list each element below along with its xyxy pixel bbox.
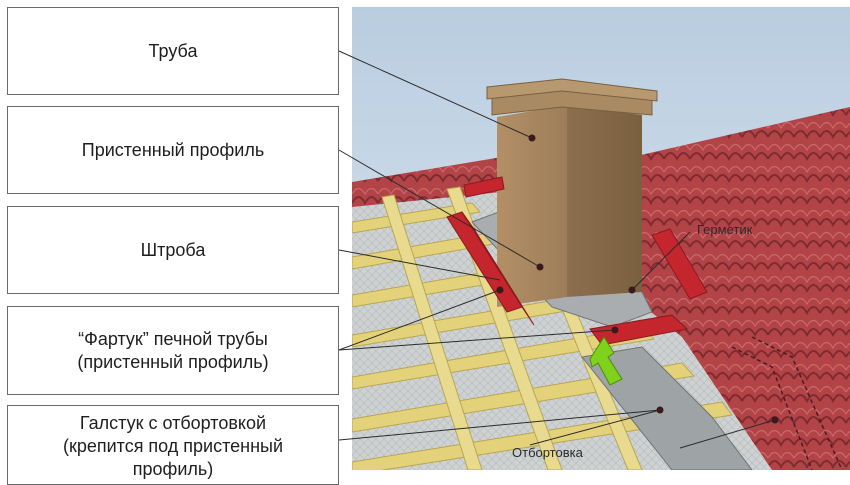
label-box-chimney: Труба [7, 7, 339, 95]
label-line: Штроба [140, 239, 206, 260]
dashed-guide [731, 346, 813, 470]
roof-chimney-illustration [352, 7, 850, 470]
label-line: Пристенный профиль [81, 139, 265, 160]
label-line: (пристенный профиль) [77, 351, 269, 372]
label-line: “Фартук” печной трубы [78, 328, 268, 349]
label-box-groove: Штроба [7, 206, 339, 294]
dashed-guide-2 [751, 336, 843, 470]
label-box-apron: “Фартук” печной трубы (пристенный профил… [7, 306, 339, 395]
label-line: (крепится под пристенный [62, 436, 284, 456]
label-box-wall-profile: Пристенный профиль [7, 106, 339, 194]
label-box-tie: Галстук с отбортовкой (крепится под прис… [7, 405, 339, 485]
label-line: Труба [148, 40, 198, 61]
label-line: Галстук с отбортовкой [79, 413, 267, 433]
